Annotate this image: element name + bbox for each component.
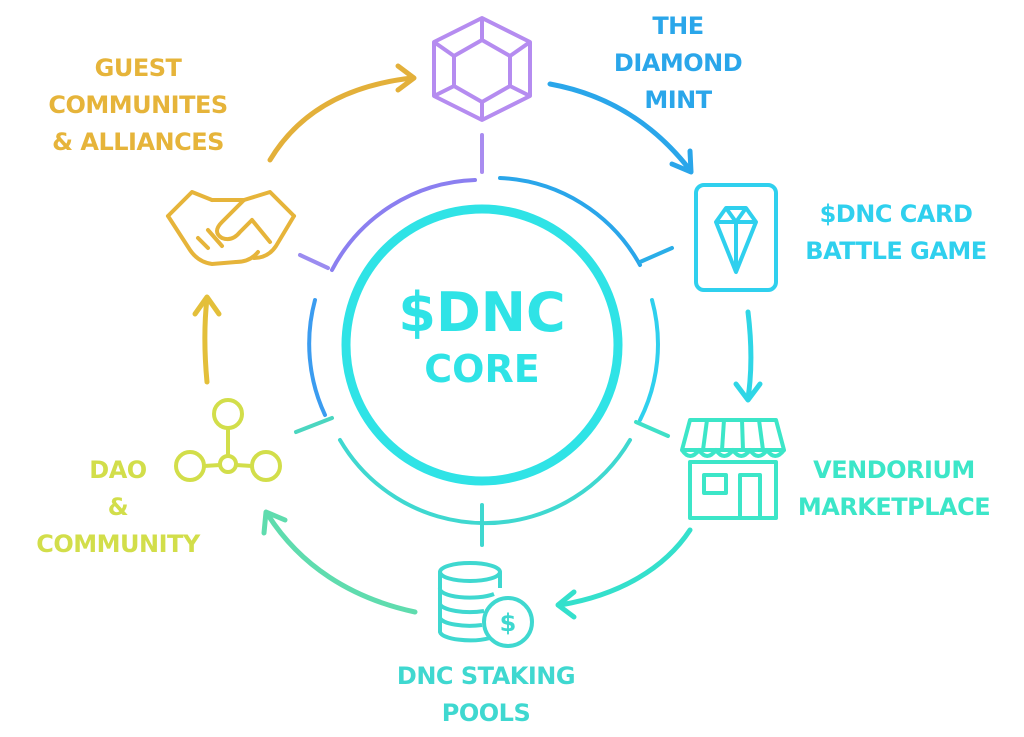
- spoke-top-left: [298, 253, 330, 270]
- handshake-icon: [166, 190, 296, 266]
- storefront-icon: [680, 418, 786, 520]
- core-label: $DNC CORE: [362, 282, 602, 394]
- coin-stack-icon: $: [437, 561, 534, 648]
- label-vendorium: VENDORIUM MARKETPLACE: [797, 456, 991, 521]
- label-dao: DAO & COMMUNITY: [36, 456, 200, 558]
- arrow-vendorium-to-staking: [557, 527, 693, 608]
- spoke-top-right: [638, 246, 674, 264]
- core-ring: [341, 204, 623, 486]
- spoke-bottom-right: [634, 420, 670, 438]
- arrow-dao-to-guest: [202, 295, 210, 385]
- label-staking: DNC STAKING POOLS: [396, 662, 576, 727]
- arrow-card-to-vendorium: [745, 309, 754, 401]
- diamond-card-icon: [694, 183, 778, 292]
- spoke-bottom-left: [294, 416, 334, 434]
- ring-segment-bottom: [338, 438, 632, 526]
- label-card-battle: $DNC CARD BATTLE GAME: [805, 200, 987, 265]
- svg-text:$: $: [500, 609, 517, 637]
- arrow-staking-to-dao: [265, 512, 418, 615]
- dao-network-icon: [174, 398, 282, 482]
- ring-segment-left: [307, 298, 327, 417]
- label-diamond-mint: THE DIAMOND MINT: [613, 12, 743, 114]
- core-title: $DNC: [398, 281, 566, 344]
- core-subtitle: CORE: [424, 347, 540, 391]
- inner-ring: [294, 133, 674, 547]
- ring-segment-top-right: [498, 176, 642, 267]
- ring-segment-right: [638, 298, 660, 422]
- label-guest: GUEST COMMUNITES & ALLIANCES: [48, 54, 228, 156]
- cycle-arrows: [192, 63, 763, 620]
- ring-segment-top-left: [330, 178, 477, 272]
- arrow-mint-to-card: [547, 81, 693, 173]
- cube-icon: [432, 16, 532, 122]
- arrow-guest-to-mint: [267, 75, 415, 163]
